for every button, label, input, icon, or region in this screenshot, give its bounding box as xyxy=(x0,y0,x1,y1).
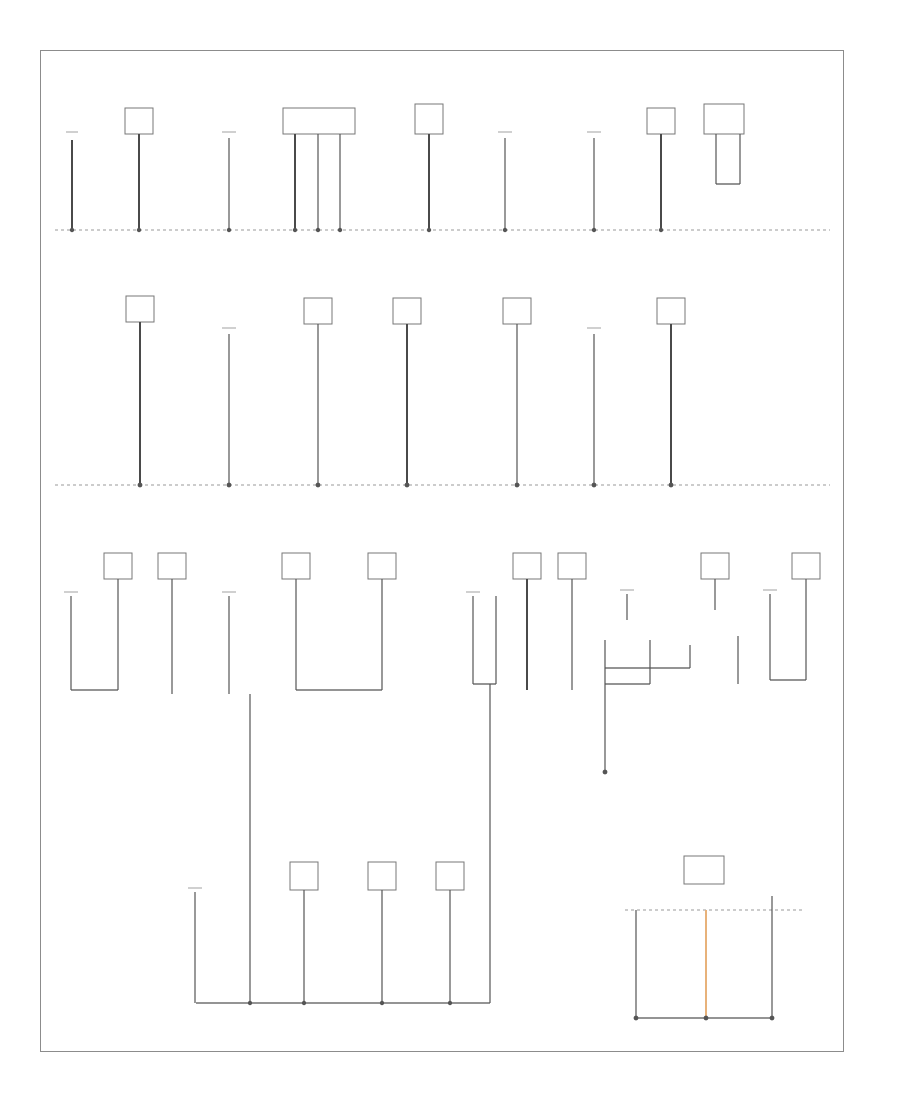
row1-component-9 xyxy=(703,103,745,185)
row2-component-5 xyxy=(502,297,532,488)
row4-component-4 xyxy=(435,861,465,1006)
row4-component-2 xyxy=(289,861,319,1006)
row-4 xyxy=(188,855,805,1021)
row1-component-4 xyxy=(282,107,356,233)
row3-component-6 xyxy=(296,552,397,691)
row2-component-7 xyxy=(656,297,686,488)
row1-component-7 xyxy=(587,131,601,233)
diagram-frame xyxy=(40,50,844,1052)
row2-component-4 xyxy=(392,297,422,488)
row3-component-8 xyxy=(512,552,542,690)
row1-component-5 xyxy=(414,103,444,233)
row4-ground-group xyxy=(625,855,805,1021)
row3-component-4 xyxy=(222,591,236,694)
row3-component-11 xyxy=(700,552,739,684)
row2-component-1 xyxy=(125,295,155,488)
row2-component-2 xyxy=(222,327,236,488)
row4-component-3 xyxy=(367,861,397,1006)
row-1 xyxy=(55,103,830,233)
row3-component-7 xyxy=(466,591,497,685)
row2-component-3 xyxy=(303,297,333,488)
row1-component-6 xyxy=(498,131,512,233)
row3-component-2 xyxy=(71,552,133,691)
row3-component-3 xyxy=(157,552,187,694)
row-2 xyxy=(55,295,830,488)
row2-component-6 xyxy=(587,327,601,488)
row1-component-8 xyxy=(646,107,676,233)
row-3 xyxy=(64,552,821,775)
row1-component-2 xyxy=(124,107,154,233)
row4-component-1 xyxy=(188,887,202,1003)
row3-component-12 xyxy=(763,552,821,681)
row3-component-5 xyxy=(281,552,311,690)
row3-component-9 xyxy=(557,552,587,690)
row3-component-10 xyxy=(602,589,691,775)
row1-component-3 xyxy=(222,131,236,233)
row1-component-1 xyxy=(66,131,78,233)
row3-component-1 xyxy=(64,591,78,690)
